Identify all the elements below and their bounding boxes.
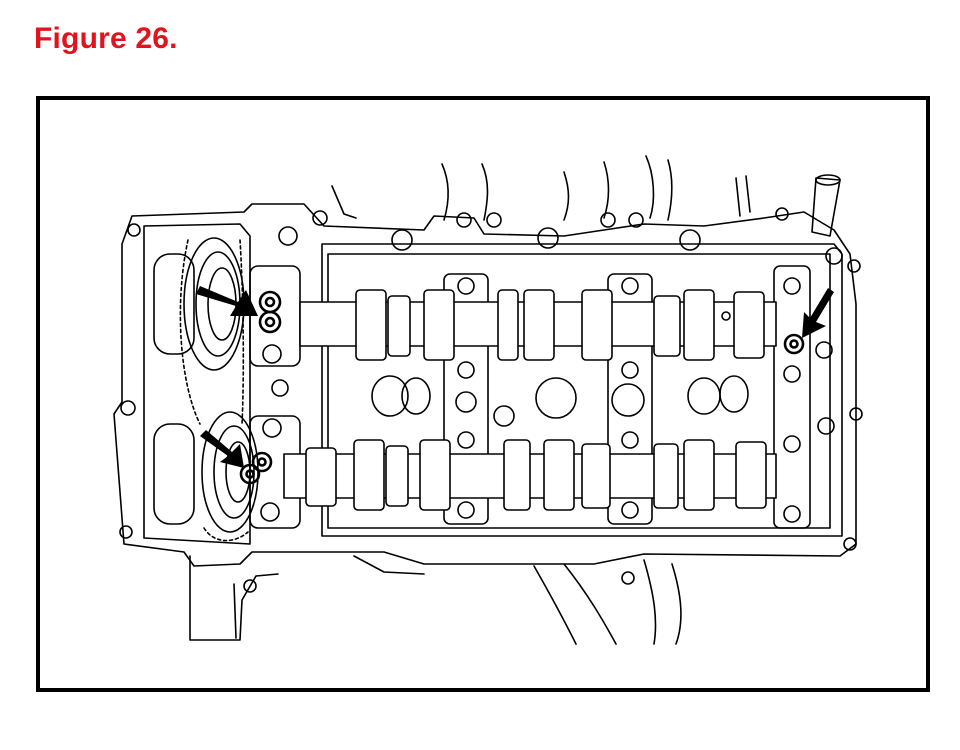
arrow-icon-right [802,288,834,338]
flange-bolt-holes [119,207,863,551]
figure-title: Figure 26. [34,22,178,55]
cap-bolts [260,277,801,523]
highlighted-bolts [239,290,805,485]
cylinder-head-illustration [113,155,863,645]
diagram-frame [36,96,930,692]
lower-camshaft [283,439,777,511]
head-flange-outline [113,203,857,567]
timing-chain [153,237,259,542]
arrow-icon-lower-left [200,430,244,468]
upper-camshaft [299,289,777,361]
arrow-icon-upper-left [196,286,258,316]
valve-pockets [371,341,835,435]
lower-bracket [189,555,279,641]
